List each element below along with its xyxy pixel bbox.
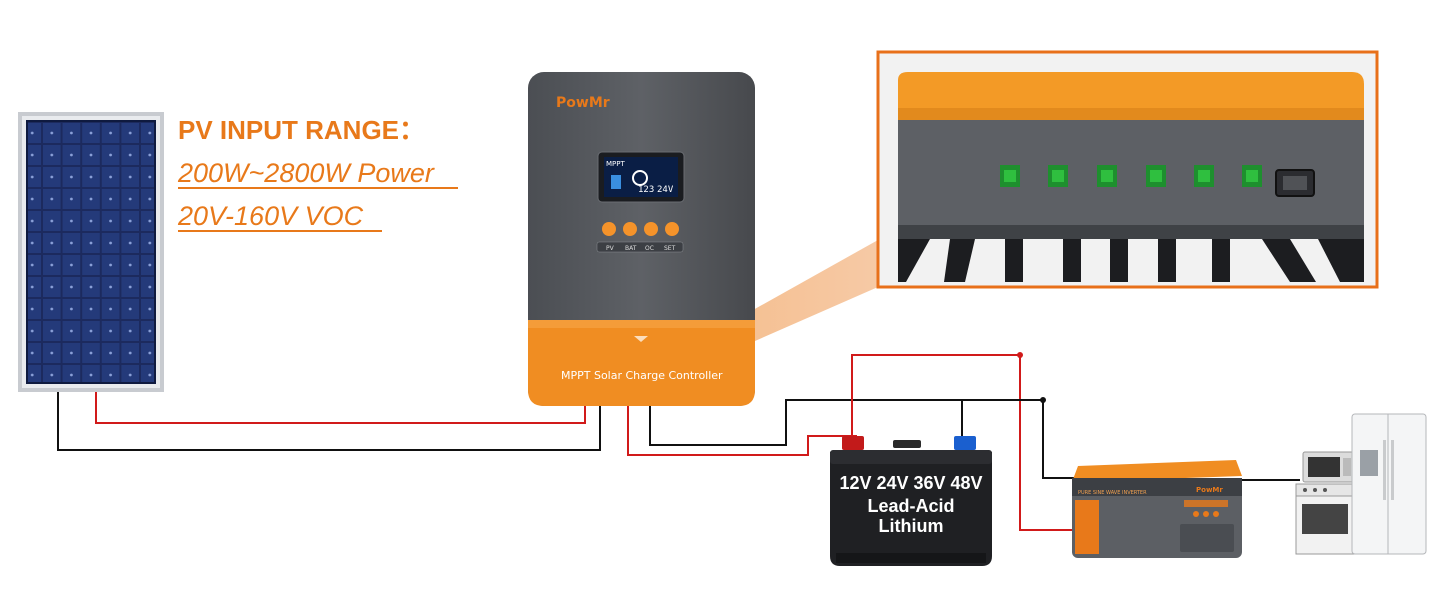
controller-brand: PowMr — [556, 95, 610, 111]
controller-label: MPPT Solar Charge Controller — [561, 369, 723, 382]
display-value-2: 24V — [657, 185, 674, 195]
home-appliances — [1295, 413, 1427, 555]
inverter-label: PURE SINE WAVE INVERTER — [1078, 490, 1147, 496]
solar-panel — [18, 112, 164, 392]
button-label-bat: BAT — [625, 245, 637, 252]
terminal-blocks — [1000, 165, 1315, 197]
pv-black-wire — [57, 392, 601, 451]
pv-range-power: 200W~2800W Power — [177, 158, 435, 188]
svg-text:MPPT: MPPT — [606, 160, 625, 168]
inverter: PURE SINE WAVE INVERTER PowMr — [1072, 460, 1242, 558]
charge-controller: PowMr MPPT 123 24V PV BAT OC SET MPPT So… — [528, 72, 755, 406]
controller-button-1[interactable] — [602, 222, 616, 236]
button-label-oc: OC — [645, 245, 654, 252]
wiring — [57, 352, 1300, 531]
battery: 12V 24V 36V 48V Lead-Acid Lithium — [830, 436, 992, 566]
batt-red-wire — [627, 405, 857, 456]
battery-voltages: 12V 24V 36V 48V — [839, 473, 982, 493]
inv-black-wire — [962, 399, 1075, 479]
display-value-1: 123 — [638, 185, 654, 195]
controller-button-4[interactable] — [665, 222, 679, 236]
batt-black-wire — [649, 399, 963, 446]
pv-red-wire — [95, 392, 586, 424]
controller-button-2[interactable] — [623, 222, 637, 236]
controller-button-3[interactable] — [644, 222, 658, 236]
battery-type-lithium: Lithium — [879, 516, 944, 536]
button-label-pv: PV — [606, 245, 615, 252]
terminal-closeup — [876, 50, 1379, 289]
battery-type-lead-acid: Lead-Acid — [867, 496, 954, 516]
pv-range-title: PV INPUT RANGE： — [178, 115, 425, 145]
button-label-set: SET — [664, 245, 676, 252]
pv-range-voc: 20V-160V VOC — [177, 201, 364, 231]
inverter-brand: PowMr — [1196, 486, 1223, 494]
